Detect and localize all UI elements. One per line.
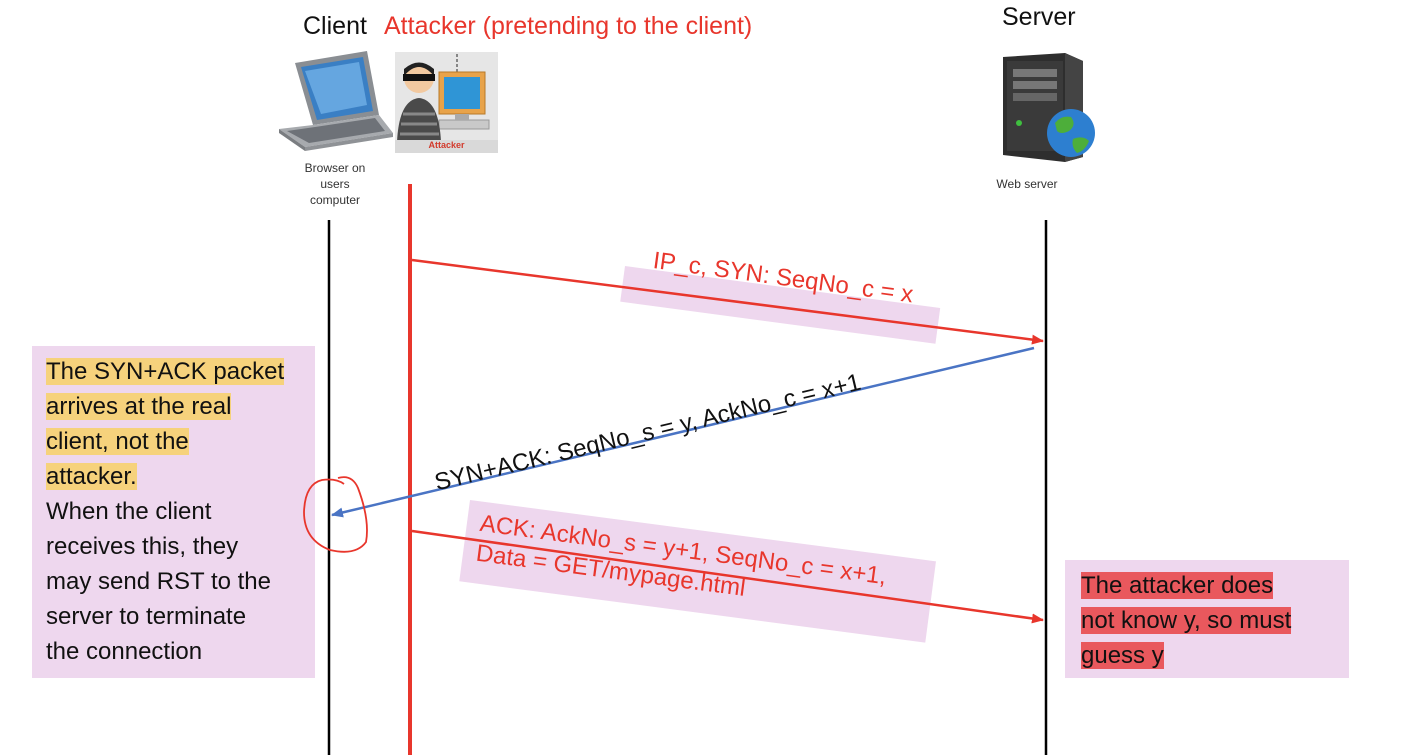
client-caption: Browser on users computer bbox=[285, 160, 385, 208]
note-line: receives this, they bbox=[46, 533, 239, 560]
note-line: server to terminate bbox=[46, 603, 247, 630]
note-highlight-line: not know y, so must bbox=[1081, 607, 1292, 634]
client-caption-line: Browser on bbox=[304, 161, 366, 175]
server-caption: Web server bbox=[996, 177, 1058, 191]
note-line: When the client bbox=[46, 498, 212, 525]
note-highlight-line: arrives at the real bbox=[46, 393, 232, 420]
syn-arrow bbox=[411, 258, 1044, 345]
note-highlight-line: guess y bbox=[1081, 642, 1164, 669]
hacker-icon bbox=[395, 52, 498, 153]
attacker-badge: Attacker bbox=[428, 140, 465, 150]
ack-arrow bbox=[411, 529, 1044, 624]
right-note-text: The attacker does not know y, so must gu… bbox=[1081, 568, 1343, 673]
note-highlight-line: attacker. bbox=[46, 463, 137, 490]
client-label: Client bbox=[303, 12, 367, 40]
client-caption-line: computer bbox=[309, 193, 361, 207]
server-label: Server bbox=[1002, 3, 1076, 31]
circle-annotation bbox=[303, 476, 368, 553]
note-line: the connection bbox=[46, 638, 203, 665]
left-note-text: The SYN+ACK packet arrives at the real c… bbox=[46, 354, 311, 669]
laptop-icon bbox=[279, 51, 393, 151]
attacker-label: Attacker (pretending to the client) bbox=[384, 12, 753, 40]
note-highlight-line: The SYN+ACK packet bbox=[46, 358, 285, 385]
server-globe-icon bbox=[1003, 53, 1095, 162]
note-highlight-line: client, not the bbox=[46, 428, 189, 455]
note-line: may send RST to the bbox=[46, 568, 271, 595]
client-caption-line: users bbox=[320, 177, 350, 191]
synack-arrow bbox=[331, 346, 1035, 518]
note-highlight-line: The attacker does bbox=[1081, 572, 1274, 599]
